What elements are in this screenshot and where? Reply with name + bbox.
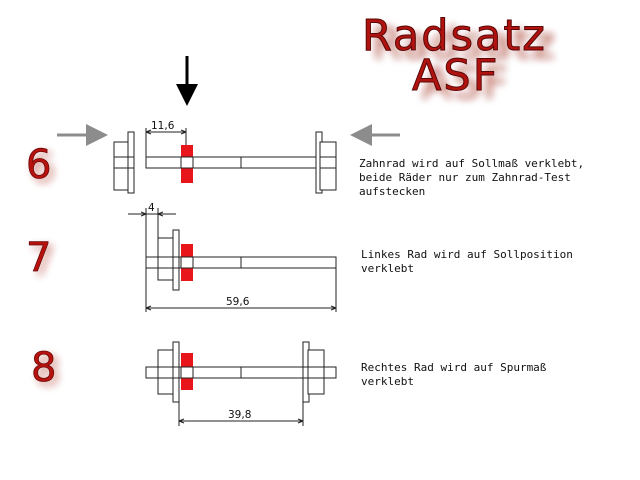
step-number-8: 8 (31, 345, 56, 391)
dimension-8: 39,8 (228, 409, 251, 421)
gear-8-bottom (181, 378, 193, 390)
step-number-6: 6 (26, 142, 51, 188)
down-arrow-icon (176, 56, 198, 106)
left-wheel-flange-8 (172, 341, 180, 403)
title-line-2: ASF (412, 51, 499, 101)
dimension-7-total: 59,6 (226, 296, 250, 308)
note-8-line-1: Rechtes Rad wird auf Spurmaß (361, 361, 547, 374)
title-shadow-1: Radsatz (372, 19, 557, 69)
dimension-6: 11,6 (151, 120, 175, 132)
note-8: Rechtes Rad wird auf Spurmaß verklebt (361, 361, 553, 388)
step-7-drawing: 4 59,6 (128, 202, 337, 312)
step-number-7: 7 (26, 235, 51, 281)
left-wheel-flange-7 (172, 229, 180, 291)
note-6-line-1: Zahnrad wird auf Sollmaß verklebt, (359, 157, 584, 170)
title-shadow-2: ASF (422, 59, 509, 109)
note-7-line-1: Linkes Rad wird auf Sollposition (361, 248, 573, 261)
right-wheel-6 (319, 141, 337, 191)
step-8-shadow: 8 (35, 349, 60, 395)
dimension-7-small: 4 (148, 202, 155, 214)
left-wheel-7 (157, 237, 175, 281)
left-wheel-8 (157, 349, 175, 395)
gear-6-top (181, 145, 193, 157)
right-arrow-icon (57, 124, 108, 146)
title-line-1: Radsatz (362, 11, 547, 61)
step-6-drawing: 11,6 (113, 120, 337, 194)
step-7-shadow: 7 (30, 239, 55, 285)
gear-7-bottom (181, 268, 193, 281)
gear-7-top (181, 244, 193, 257)
gear-8-top (181, 353, 193, 367)
note-6-line-2: beide Räder nur zum Zahnrad-Test (359, 171, 571, 184)
note-6-line-3: aufstecken (359, 185, 425, 198)
right-wheel-8 (307, 349, 325, 395)
step-8-drawing: 39,8 (145, 341, 337, 426)
left-arrow-icon (350, 124, 400, 146)
title-group: Radsatz ASF Radsatz ASF (362, 11, 557, 110)
left-wheel-flange-6 (127, 131, 135, 194)
note-8-line-2: verklebt (361, 375, 414, 388)
step-6-shadow: 6 (30, 146, 55, 192)
gear-6-bottom (181, 168, 193, 183)
step-numbers: 6 6 7 7 8 8 (26, 142, 61, 396)
note-7: Linkes Rad wird auf Sollposition verkleb… (361, 248, 580, 275)
note-7-line-2: verklebt (361, 262, 414, 275)
note-6: Zahnrad wird auf Sollmaß verklebt, beide… (359, 157, 591, 198)
